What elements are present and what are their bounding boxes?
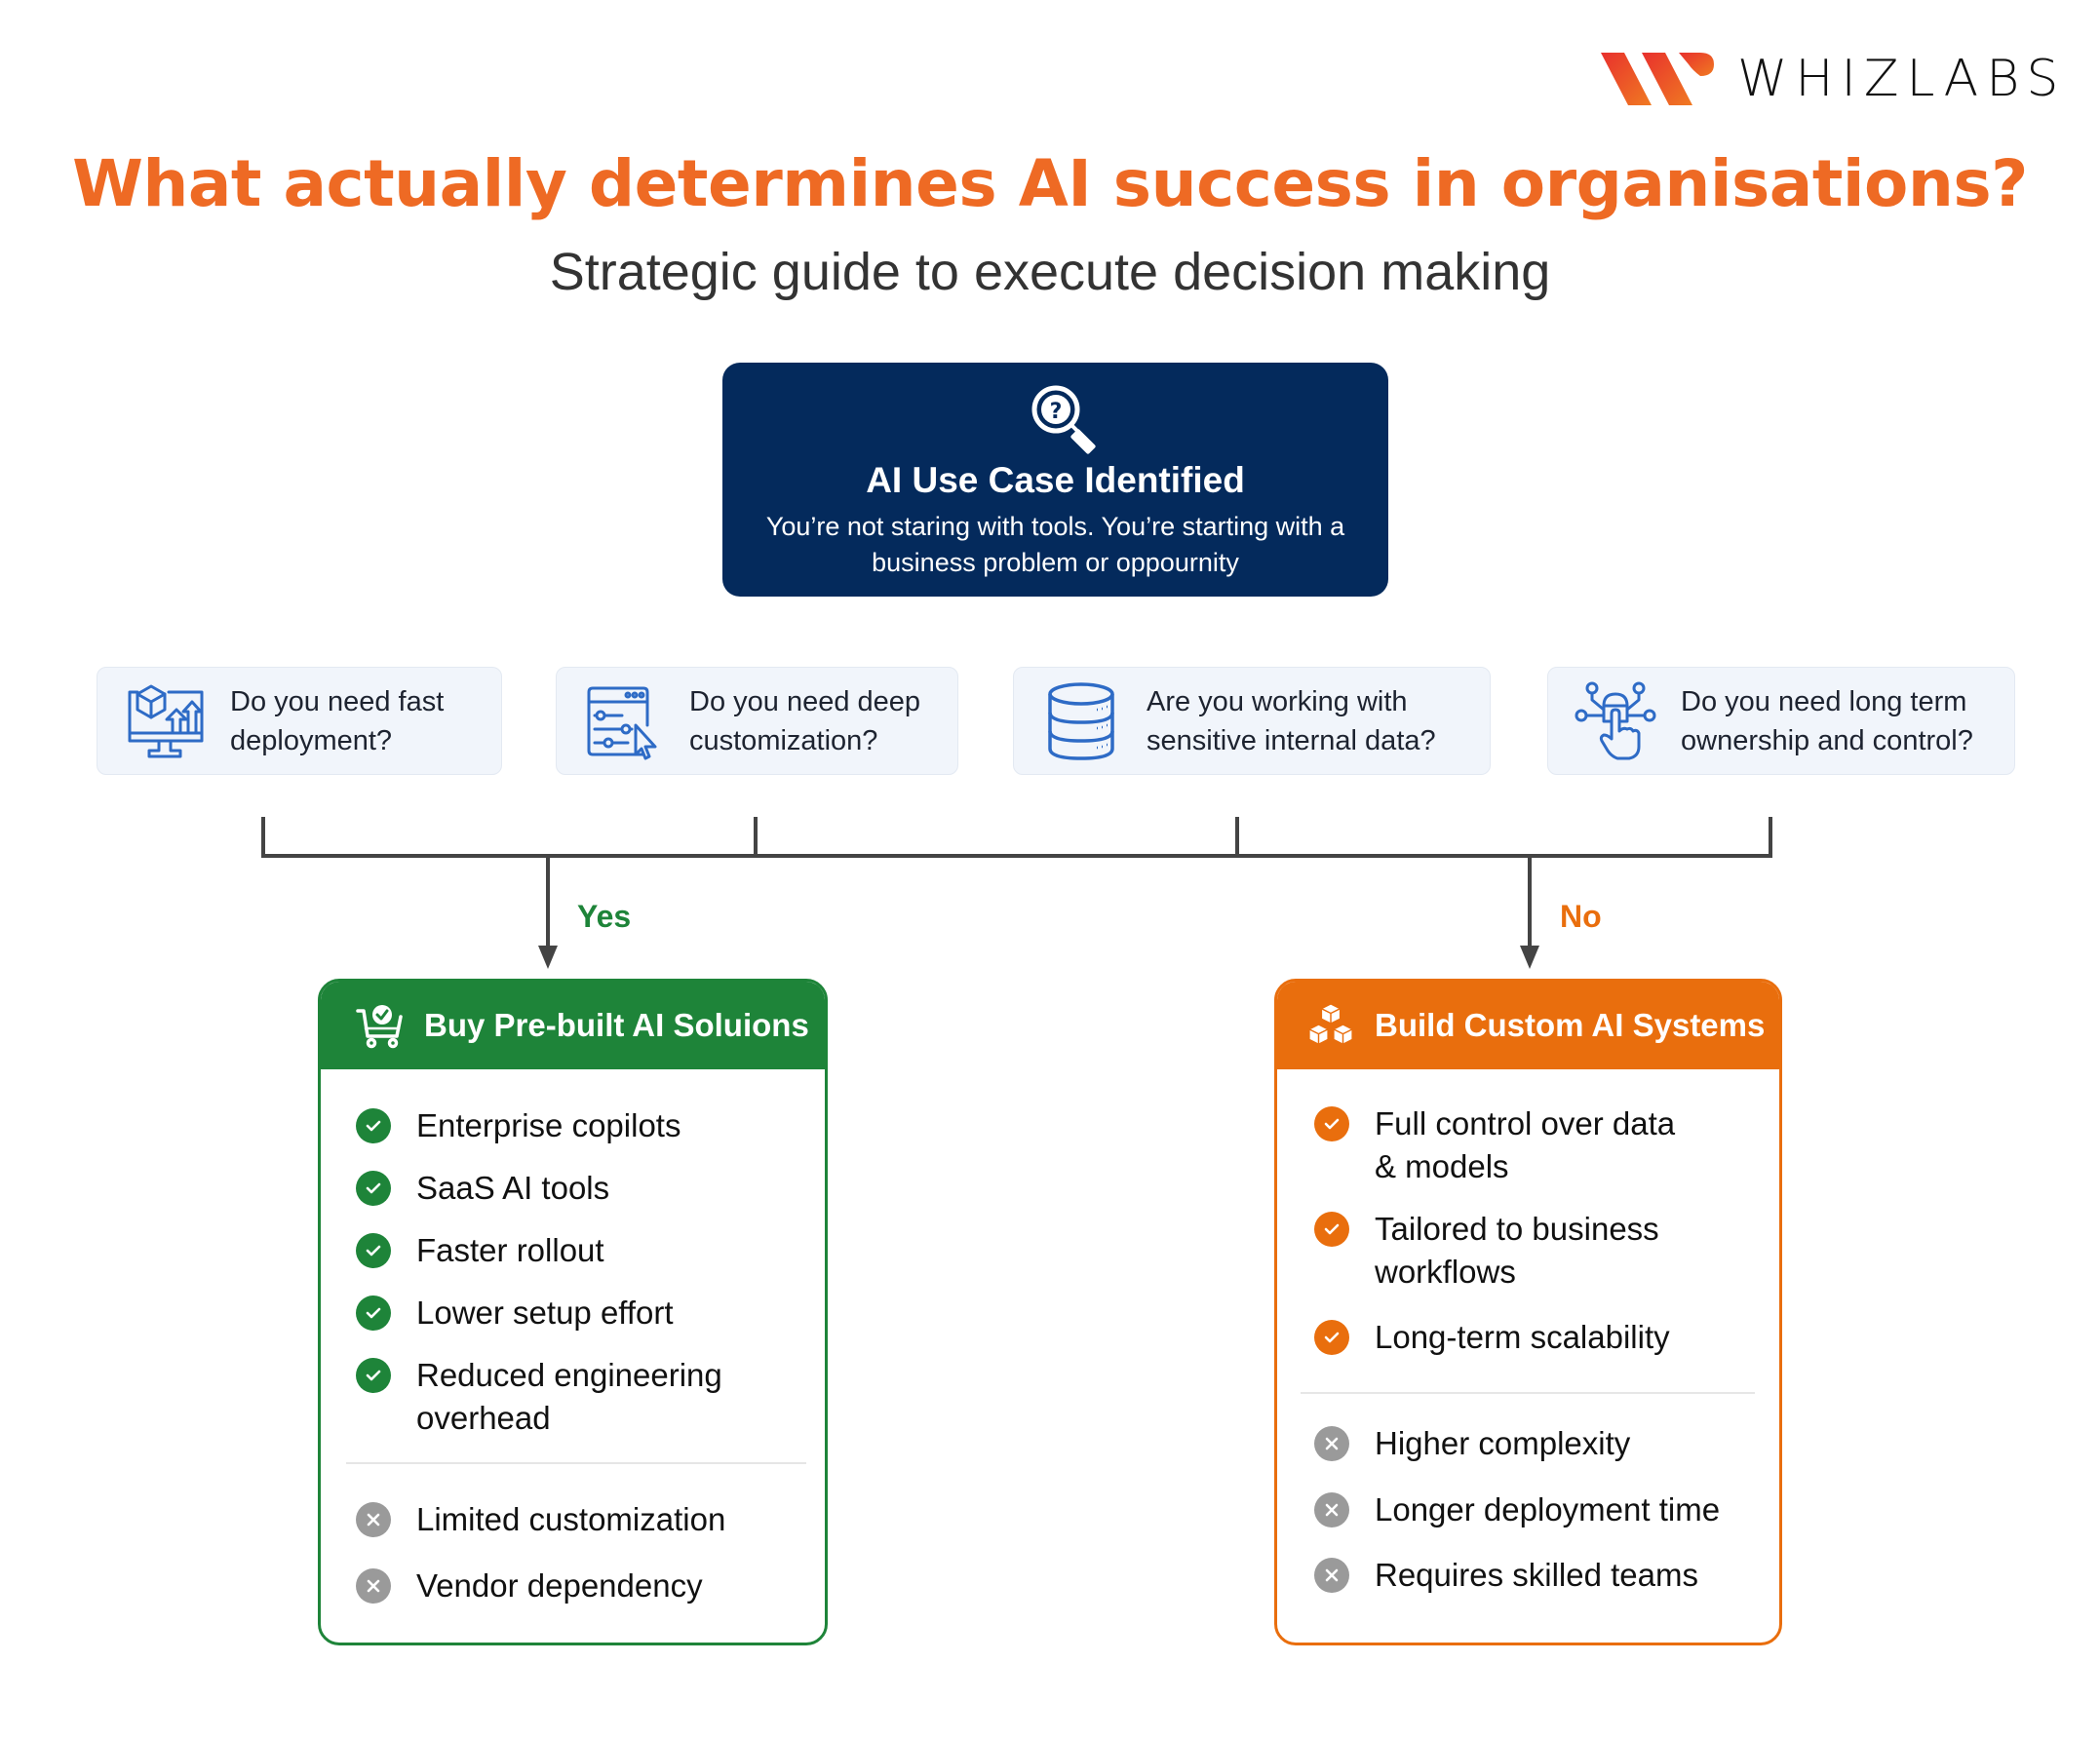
page-title: What actually determines AI success in o… bbox=[72, 146, 2028, 221]
x-circle-icon bbox=[356, 1502, 391, 1537]
check-circle-icon bbox=[356, 1233, 391, 1268]
pro-item: Lower setup effort bbox=[356, 1292, 674, 1334]
magnifier-question-icon: ? bbox=[1027, 380, 1105, 458]
x-circle-icon bbox=[356, 1568, 391, 1604]
pro-item: Long-term scalability bbox=[1314, 1316, 1670, 1359]
option-card-build: Build Custom AI Systems Full control ove… bbox=[1274, 979, 1782, 1645]
pro-item: Full control over data & models bbox=[1314, 1102, 1704, 1188]
pro-item: Enterprise copilots bbox=[356, 1104, 681, 1147]
x-circle-icon bbox=[1314, 1558, 1349, 1593]
pros-cons-divider bbox=[1301, 1392, 1755, 1394]
option-card-header: Buy Pre-built AI Soluions bbox=[321, 982, 825, 1069]
option-card-title: Build Custom AI Systems bbox=[1375, 1007, 1766, 1043]
con-item: Requires skilled teams bbox=[1314, 1554, 1698, 1597]
con-item: Vendor dependency bbox=[356, 1565, 703, 1607]
check-circle-icon bbox=[356, 1295, 391, 1331]
stacked-cubes-icon bbox=[1306, 1001, 1355, 1050]
con-item: Longer deployment time bbox=[1314, 1489, 1720, 1531]
brand-name: WHIZLABS bbox=[1737, 50, 2067, 108]
database-icon bbox=[1037, 677, 1125, 765]
check-circle-icon bbox=[356, 1108, 391, 1143]
whizlabs-w-logo-icon bbox=[1601, 53, 1714, 105]
question-card-deep-customization: Do you need deep customization? bbox=[556, 667, 958, 775]
pro-item: SaaS AI tools bbox=[356, 1167, 609, 1210]
cart-check-icon bbox=[356, 1001, 405, 1050]
check-circle-icon bbox=[1314, 1106, 1349, 1141]
pro-item: Reduced engineering overhead bbox=[356, 1354, 765, 1440]
option-card-buy: Buy Pre-built AI Soluions Enterprise cop… bbox=[318, 979, 828, 1645]
arrow-down-no-icon bbox=[1520, 946, 1539, 969]
page-subtitle: Strategic guide to execute decision maki… bbox=[549, 243, 1551, 301]
network-touch-control-icon bbox=[1572, 677, 1659, 765]
pro-item: Tailored to business workflows bbox=[1314, 1208, 1704, 1294]
x-circle-icon bbox=[1314, 1426, 1349, 1461]
con-item: Limited customization bbox=[356, 1498, 725, 1541]
monitor-deploy-icon bbox=[121, 677, 209, 765]
question-card-fast-deployment: Do you need fast deployment? bbox=[97, 667, 502, 775]
option-card-title: Buy Pre-built AI Soluions bbox=[424, 1007, 809, 1043]
check-circle-icon bbox=[1314, 1320, 1349, 1355]
question-text: Do you need deep customization? bbox=[689, 685, 921, 756]
question-text: Do you need long term ownership and cont… bbox=[1681, 685, 1973, 756]
check-circle-icon bbox=[356, 1171, 391, 1206]
arrow-down-yes-icon bbox=[538, 946, 558, 969]
question-card-sensitive-data: Are you working with sensitive internal … bbox=[1013, 667, 1491, 775]
con-item: Higher complexity bbox=[1314, 1422, 1630, 1465]
start-node-description: You’re not staring with tools. You’re st… bbox=[765, 512, 1345, 577]
check-circle-icon bbox=[356, 1358, 391, 1393]
question-text: Do you need fast deployment? bbox=[230, 685, 445, 756]
pros-cons-divider bbox=[346, 1462, 806, 1464]
branch-label-no: No bbox=[1560, 899, 1602, 934]
brand-logo: WHIZLABS bbox=[1599, 47, 2066, 111]
branch-label-yes: Yes bbox=[577, 899, 632, 934]
start-node-title: AI Use Case Identified bbox=[866, 460, 1245, 500]
question-card-ownership-control: Do you need long term ownership and cont… bbox=[1547, 667, 2015, 775]
question-text: Are you working with sensitive internal … bbox=[1147, 685, 1436, 756]
option-card-header: Build Custom AI Systems bbox=[1277, 982, 1779, 1069]
start-node-use-case: ? AI Use Case Identified You’re not star… bbox=[722, 363, 1388, 597]
pro-item: Faster rollout bbox=[356, 1229, 604, 1272]
settings-sliders-cursor-icon bbox=[580, 677, 668, 765]
x-circle-icon bbox=[1314, 1492, 1349, 1527]
check-circle-icon bbox=[1314, 1212, 1349, 1247]
svg-text:?: ? bbox=[1050, 400, 1063, 424]
